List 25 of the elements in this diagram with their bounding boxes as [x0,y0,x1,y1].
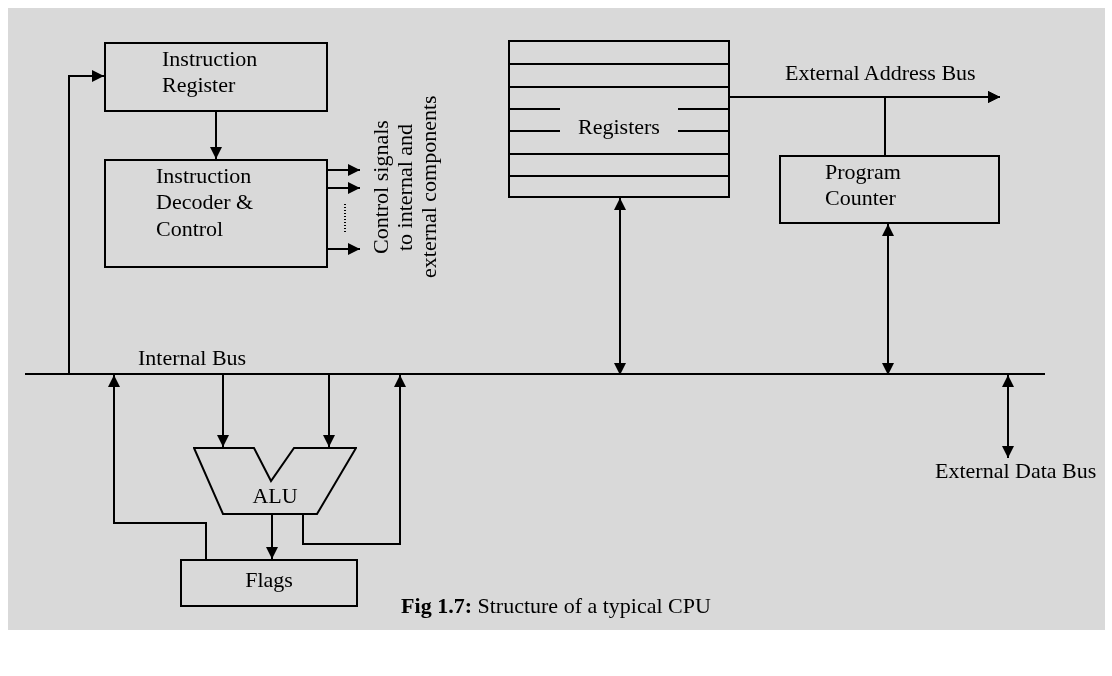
bus-label: External Data Bus [935,458,1100,486]
control-unit-box: Instruction Decoder & Control [104,159,328,268]
figure-caption: Fig 1.7: Structure of a typical CPU [401,593,711,618]
register-file-box: Registers [508,40,730,198]
arrow [323,374,335,448]
counter-box: Program Counter [779,155,1000,224]
arrow [327,243,361,255]
arrow [266,514,278,560]
signal-label: Control signals to internal and external components [360,82,450,292]
alu-shape: ALU [193,447,357,515]
arrow [108,374,207,560]
arrow [68,70,105,376]
arrow [884,91,1001,156]
bus-label: External Address Bus [775,60,1040,97]
arrow [1002,374,1014,459]
arrow [302,374,406,545]
arrow [882,223,894,376]
arrow [327,164,361,176]
register-box: Instruction Register [104,42,328,112]
arrow [327,182,361,194]
arrow [614,197,626,376]
arrow [210,111,222,160]
bus-line: Internal Bus [25,345,1045,375]
arrow [217,374,229,448]
flags-box: Flags [180,559,358,607]
